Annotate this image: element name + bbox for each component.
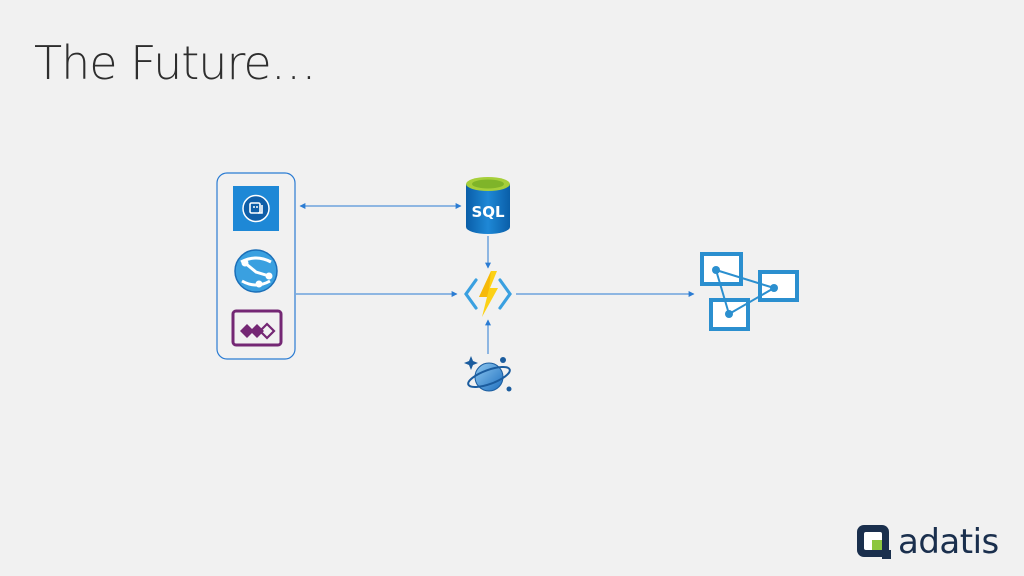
- powerapps-icon: [231, 309, 283, 347]
- sql-database-icon: SQL: [466, 177, 510, 234]
- adatis-logo: adatis: [856, 522, 999, 562]
- azure-functions-icon: [464, 271, 512, 317]
- sql-label: SQL: [471, 203, 505, 221]
- cosmos-db-icon: [464, 356, 512, 392]
- client-apps-group: [216, 172, 296, 360]
- azure-bot-service-icon: [233, 186, 279, 231]
- azure-app-service-icon: [234, 249, 278, 293]
- network-graph-icon: [700, 252, 799, 331]
- adatis-logo-mark-icon: [857, 525, 891, 559]
- logo-text: adatis: [898, 522, 999, 562]
- page-title: The Future…: [34, 36, 317, 90]
